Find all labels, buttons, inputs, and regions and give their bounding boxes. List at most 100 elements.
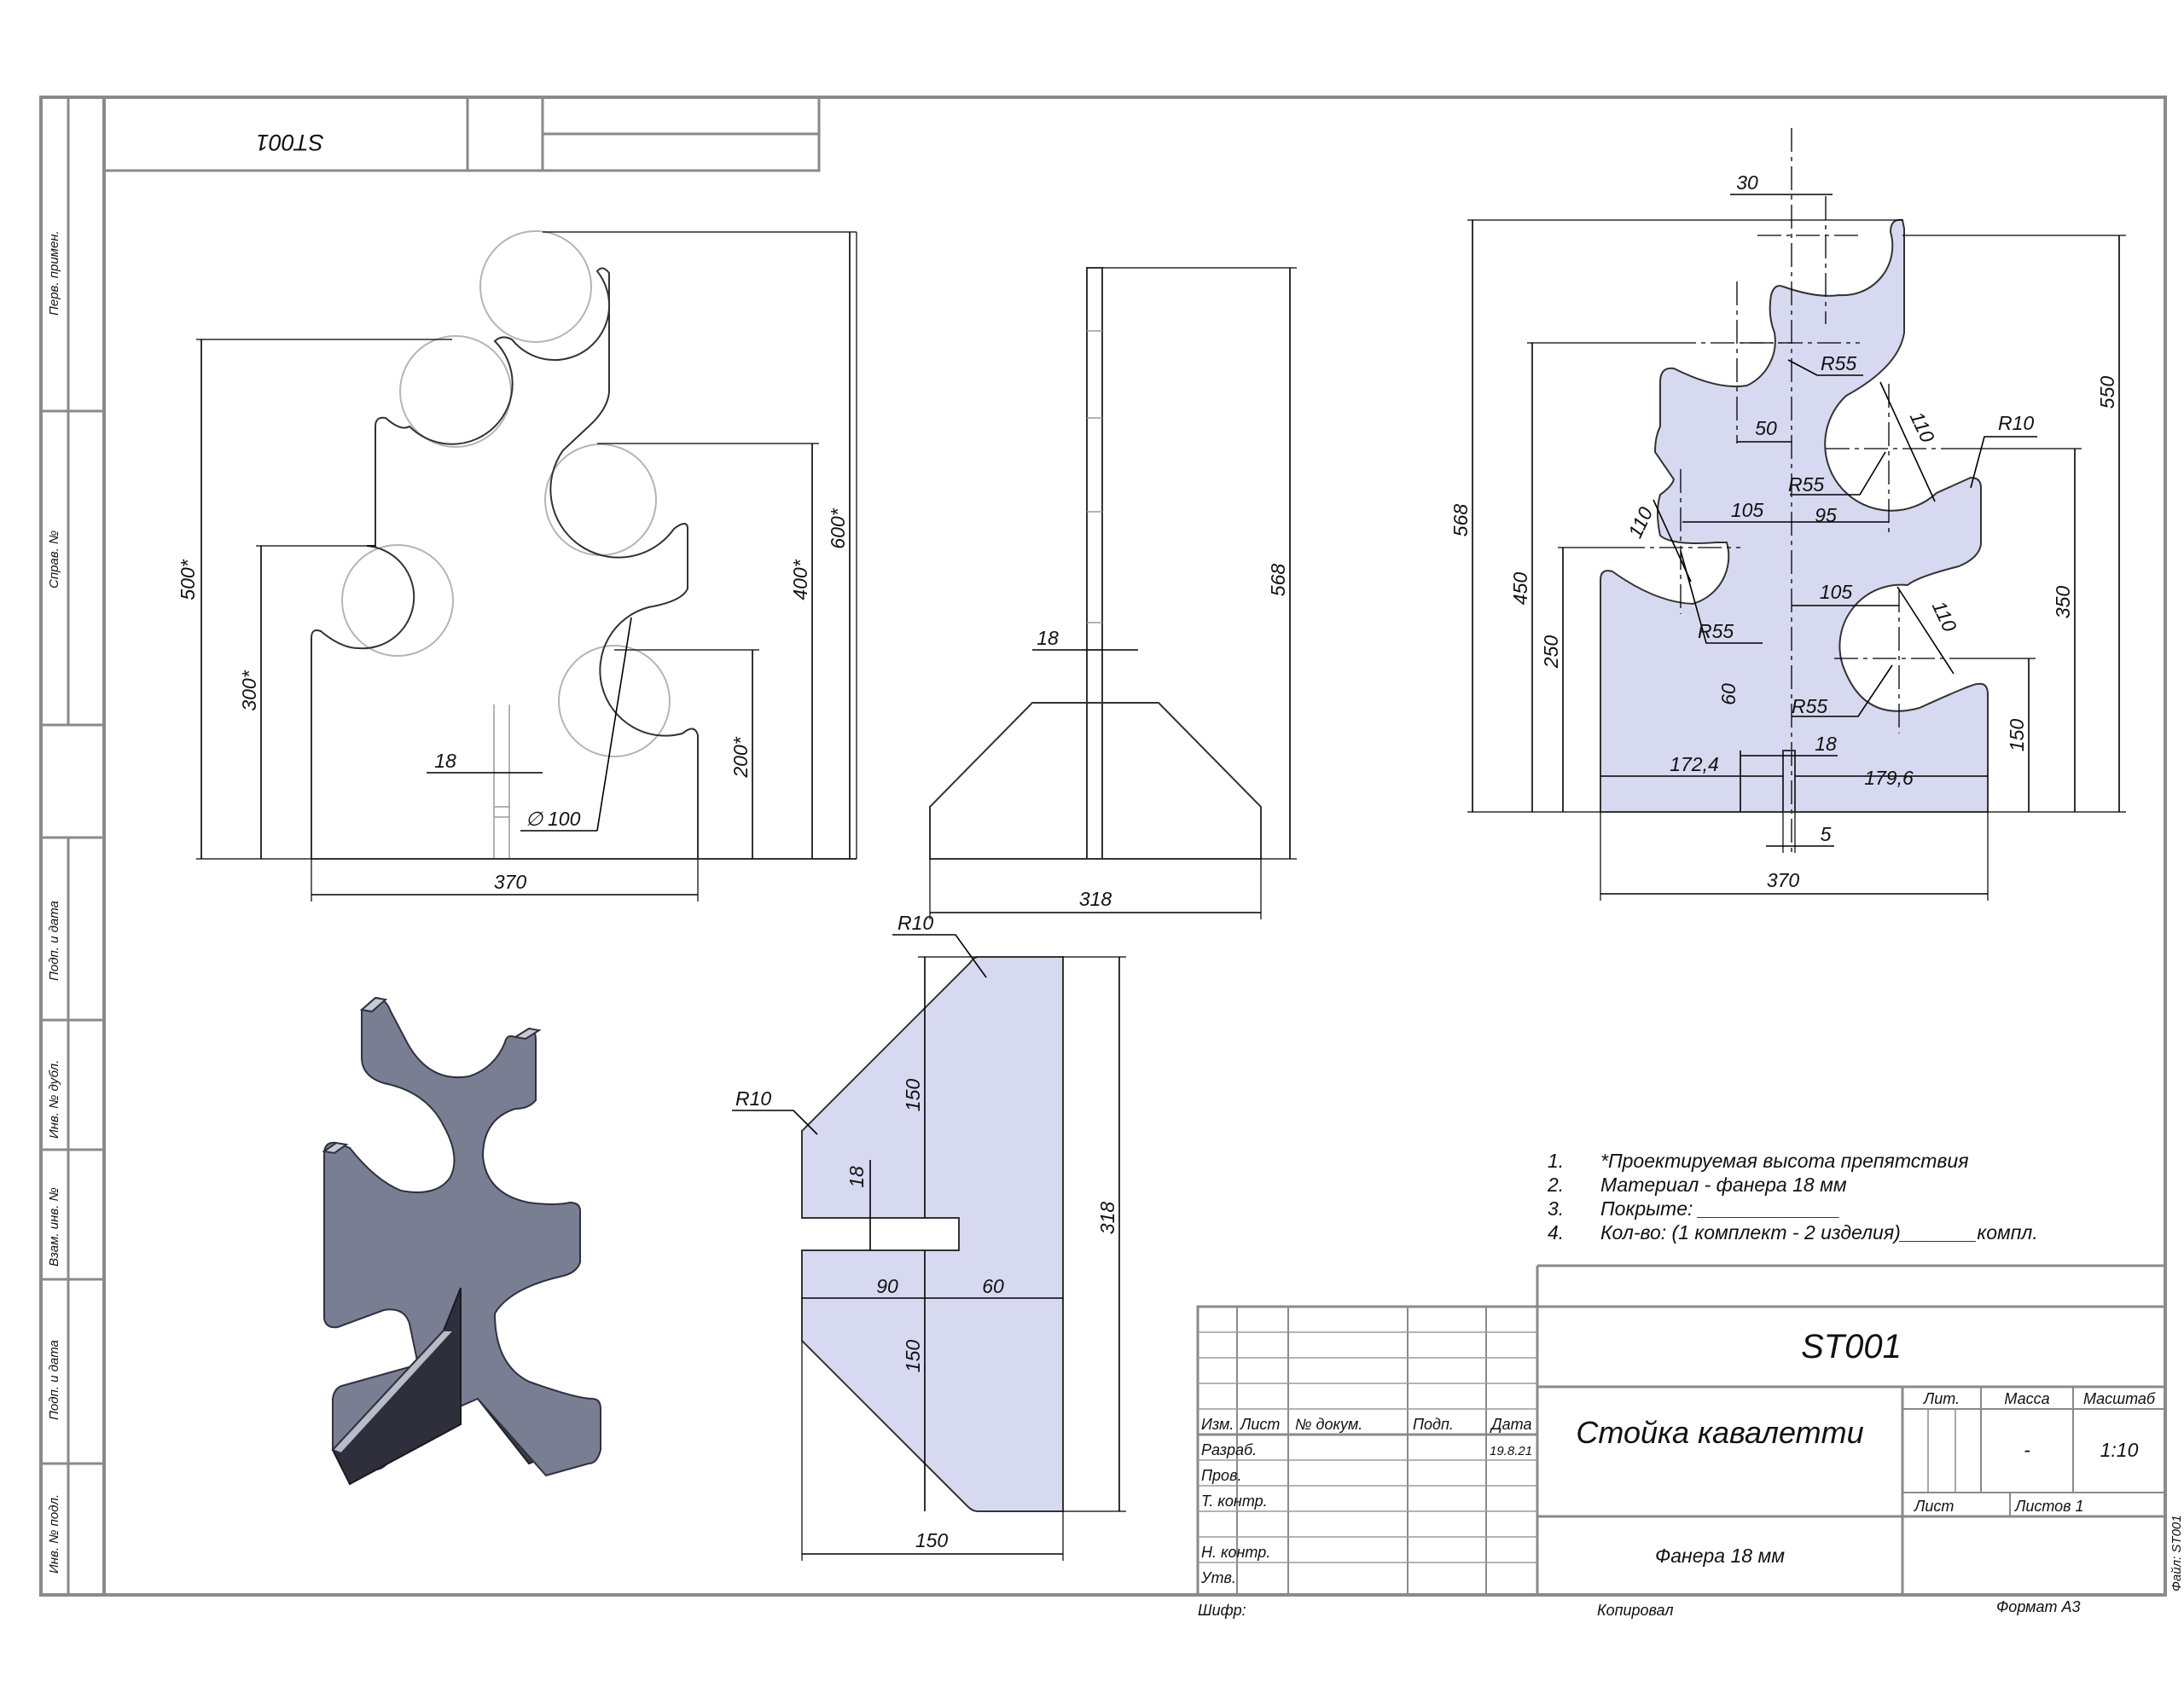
dim-main-50: 50	[1755, 417, 1777, 439]
note-2-num: 2.	[1547, 1174, 1564, 1196]
ghost-circle-2	[399, 335, 512, 448]
dim-front-200: 200*	[729, 736, 752, 778]
ghost-circle-5	[558, 645, 671, 757]
dim-front-600: 600*	[827, 507, 849, 548]
dim-base-90: 90	[876, 1275, 898, 1297]
dim-base-r10-left: R10	[735, 1087, 771, 1110]
side-view: 568 18 318	[929, 267, 1297, 919]
dim-main-5: 5	[1821, 823, 1832, 845]
dim-main-550: 550	[2096, 376, 2118, 409]
main-profile	[1600, 218, 1989, 813]
dim-main-568: 568	[1449, 504, 1472, 537]
dim-base-318: 318	[1096, 1202, 1118, 1235]
tb-designation: ST001	[1801, 1328, 1902, 1365]
base-view: 318 150 18 90 60 150 150 R10 R10	[732, 912, 1126, 1561]
sheets-label: Листов 1	[2014, 1498, 2084, 1515]
scale-value: 1:10	[2100, 1439, 2139, 1461]
dim-side-318: 318	[1079, 888, 1112, 910]
top-stamp: ST001	[102, 96, 821, 172]
dim-main-450: 450	[1509, 572, 1531, 606]
date-value: 19.8.21	[1490, 1444, 1532, 1458]
notes: 1. *Проектируемая высота препятствия 2. …	[1547, 1150, 2038, 1244]
dim-front-300: 300*	[238, 670, 260, 710]
ghost-circle-3	[544, 443, 657, 556]
dim-main-30: 30	[1736, 171, 1758, 194]
dim-front-500: 500*	[177, 559, 199, 600]
dim-main-110-right: 110	[1906, 409, 1939, 446]
mass-value: -	[2024, 1439, 2030, 1461]
top-stamp-designation: ST001	[256, 130, 324, 155]
dim-side-18: 18	[1037, 627, 1059, 649]
dim-main-172-4: 172,4	[1670, 753, 1719, 775]
dim-main-r55-left: R55	[1698, 620, 1734, 642]
dim-main-105-right: 105	[1820, 581, 1853, 603]
dim-main-250: 250	[1540, 635, 1562, 670]
label-podp-i-data-2: Подп. и дата	[47, 1340, 61, 1420]
note-4-text: Кол-во: (1 комплект - 2 изделия)_______к…	[1600, 1221, 2038, 1244]
tb-material: Фанера 18 мм	[1655, 1545, 1785, 1567]
dim-main-18: 18	[1815, 733, 1837, 755]
side-stamp-labels: Перв. примен. Справ. № Подп. и дата Инв.…	[47, 230, 61, 1574]
hdr-list: Лист	[1240, 1416, 1280, 1433]
tb-name: Стойка кавалетти	[1576, 1415, 1863, 1450]
note-3-text: Покрыте: _____________	[1600, 1197, 1840, 1220]
hdr-izm: Изм.	[1201, 1416, 1234, 1433]
dim-main-110-left: 110	[1623, 503, 1657, 541]
dim-main-r55-top: R55	[1821, 352, 1856, 374]
row-n-kontr: Н. контр.	[1201, 1544, 1270, 1561]
note-4-num: 4.	[1548, 1221, 1564, 1244]
isometric-view	[322, 996, 601, 1486]
hdr-masshtab: Масштаб	[2083, 1390, 2156, 1407]
iso-main-body	[323, 996, 601, 1477]
dim-front-d100: 100	[548, 808, 581, 830]
front-view: 600* 500* 400* 300* 200* 370 18 ∅ 100	[177, 230, 857, 901]
note-1-num: 1.	[1548, 1150, 1564, 1172]
diameter-symbol: ∅	[526, 808, 543, 830]
label-inv-no-podl: Инв. № подл.	[47, 1494, 61, 1574]
kopiroval-label: Копировал	[1597, 1602, 1674, 1619]
label-podp-i-data-1: Подп. и дата	[47, 901, 61, 981]
dim-main-370: 370	[1767, 869, 1800, 891]
iso-top-edges	[322, 996, 542, 1155]
dim-main-110-low: 110	[1928, 598, 1961, 635]
dim-base-150-top: 150	[902, 1079, 924, 1112]
dim-base-60: 60	[982, 1275, 1004, 1297]
dim-main-179-6: 179,6	[1864, 767, 1914, 789]
file-label: Файл: ST001	[2169, 1515, 2184, 1591]
dim-main-r10: R10	[1998, 412, 2034, 434]
dim-main-150: 150	[2006, 719, 2028, 752]
row-t-kontr: Т. контр.	[1201, 1493, 1268, 1510]
hdr-massa: Масса	[2004, 1390, 2049, 1407]
dim-main-95: 95	[1815, 504, 1837, 526]
row-prov: Пров.	[1201, 1467, 1241, 1484]
hdr-data: Дата	[1490, 1416, 1532, 1433]
hdr-podp: Подп.	[1413, 1416, 1454, 1433]
sheet-frame	[39, 96, 2167, 1597]
format-label: Формат A3	[1996, 1598, 2081, 1615]
ghost-circle-1	[479, 230, 592, 343]
shifr-label: Шифр:	[1198, 1602, 1246, 1619]
label-sprav-no: Справ. №	[47, 530, 61, 588]
dim-front-370: 370	[494, 871, 527, 893]
base-plate	[801, 956, 1064, 1512]
dim-main-60: 60	[1717, 683, 1740, 705]
dim-side-568: 568	[1267, 564, 1289, 597]
dim-main-r55-low: R55	[1792, 695, 1827, 717]
dim-main-r55-mid: R55	[1788, 473, 1824, 496]
note-3-num: 3.	[1548, 1197, 1564, 1220]
dim-base-150-width: 150	[915, 1529, 949, 1551]
label-vzam-inv-no: Взам. инв. №	[47, 1187, 61, 1267]
sheet-label: Лист	[1914, 1498, 1954, 1515]
note-1-text: *Проектируемая высота препятствия	[1600, 1150, 1969, 1172]
dim-main-350: 350	[2052, 586, 2074, 619]
dim-base-150-bottom: 150	[902, 1340, 924, 1373]
hdr-lit: Лит.	[1923, 1390, 1960, 1407]
title-block: Изм. Лист № докум. Подп. Дата Разраб. Пр…	[1196, 1264, 2184, 1619]
side-base	[929, 702, 1262, 860]
dim-main-105-left: 105	[1731, 499, 1764, 521]
hdr-no-dokum: № докум.	[1295, 1416, 1362, 1433]
row-razrab: Разраб.	[1201, 1441, 1257, 1458]
label-inv-no-dubl: Инв. № дубл.	[47, 1060, 61, 1139]
row-utv: Утв.	[1200, 1569, 1236, 1586]
